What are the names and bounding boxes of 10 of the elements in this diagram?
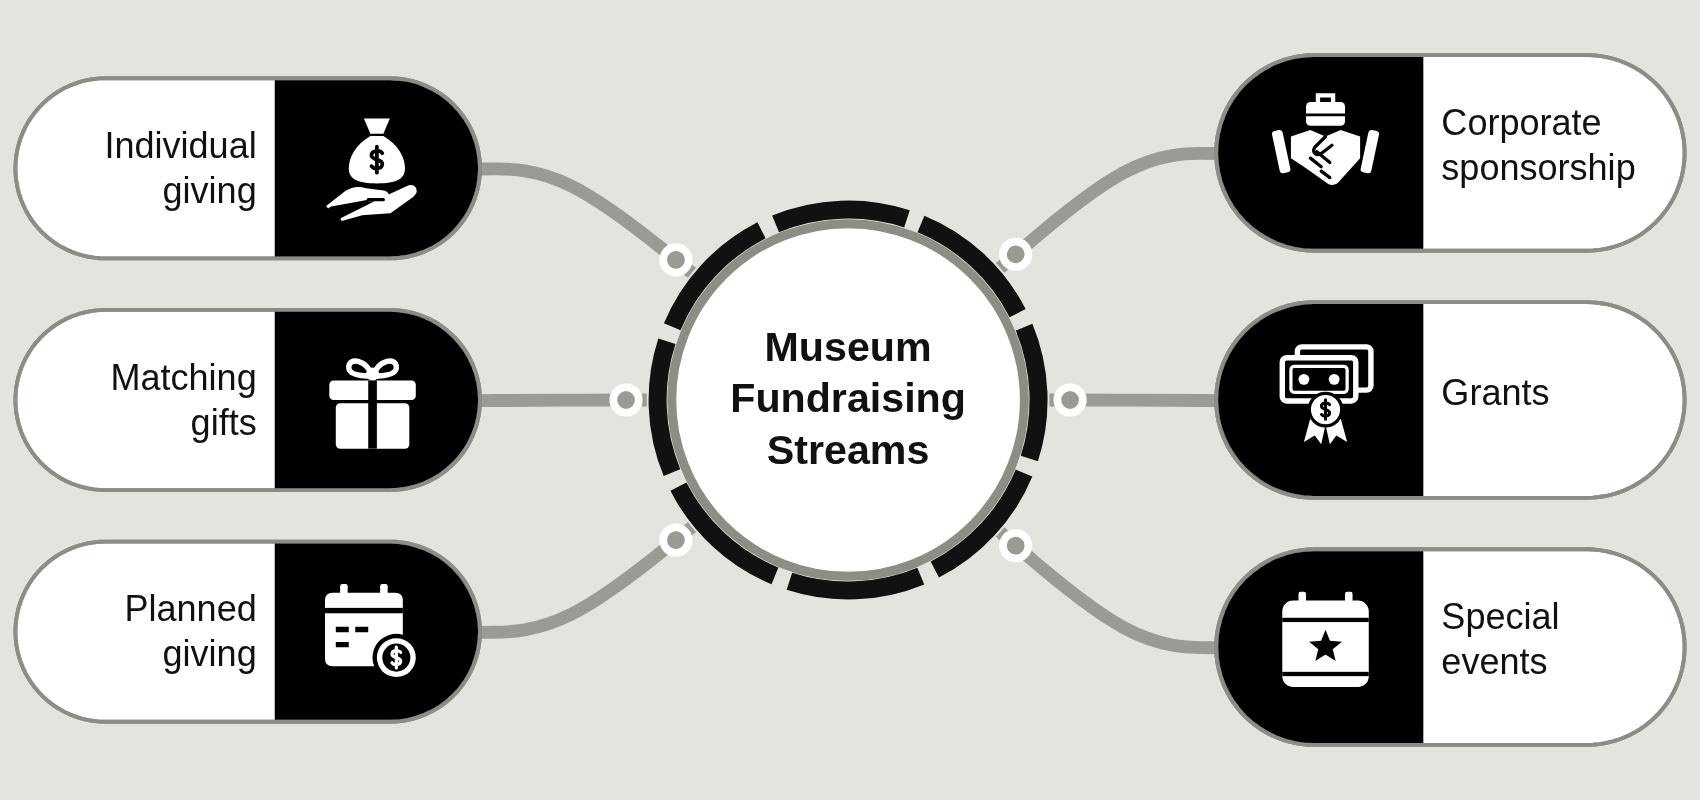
stream-label: Individual giving xyxy=(103,124,257,213)
connector-line xyxy=(480,162,697,279)
stream-label: Grants xyxy=(1441,371,1551,415)
stream-label: Matching gifts xyxy=(109,356,257,445)
connector-line xyxy=(480,383,648,417)
stream-label: Special events xyxy=(1441,595,1561,684)
stream-label: Corporate sponsorship xyxy=(1441,101,1637,190)
stream-label: Planned giving xyxy=(123,588,257,677)
hub-title: Museum Fundraising Streams xyxy=(729,322,967,475)
connector-line xyxy=(480,521,697,639)
